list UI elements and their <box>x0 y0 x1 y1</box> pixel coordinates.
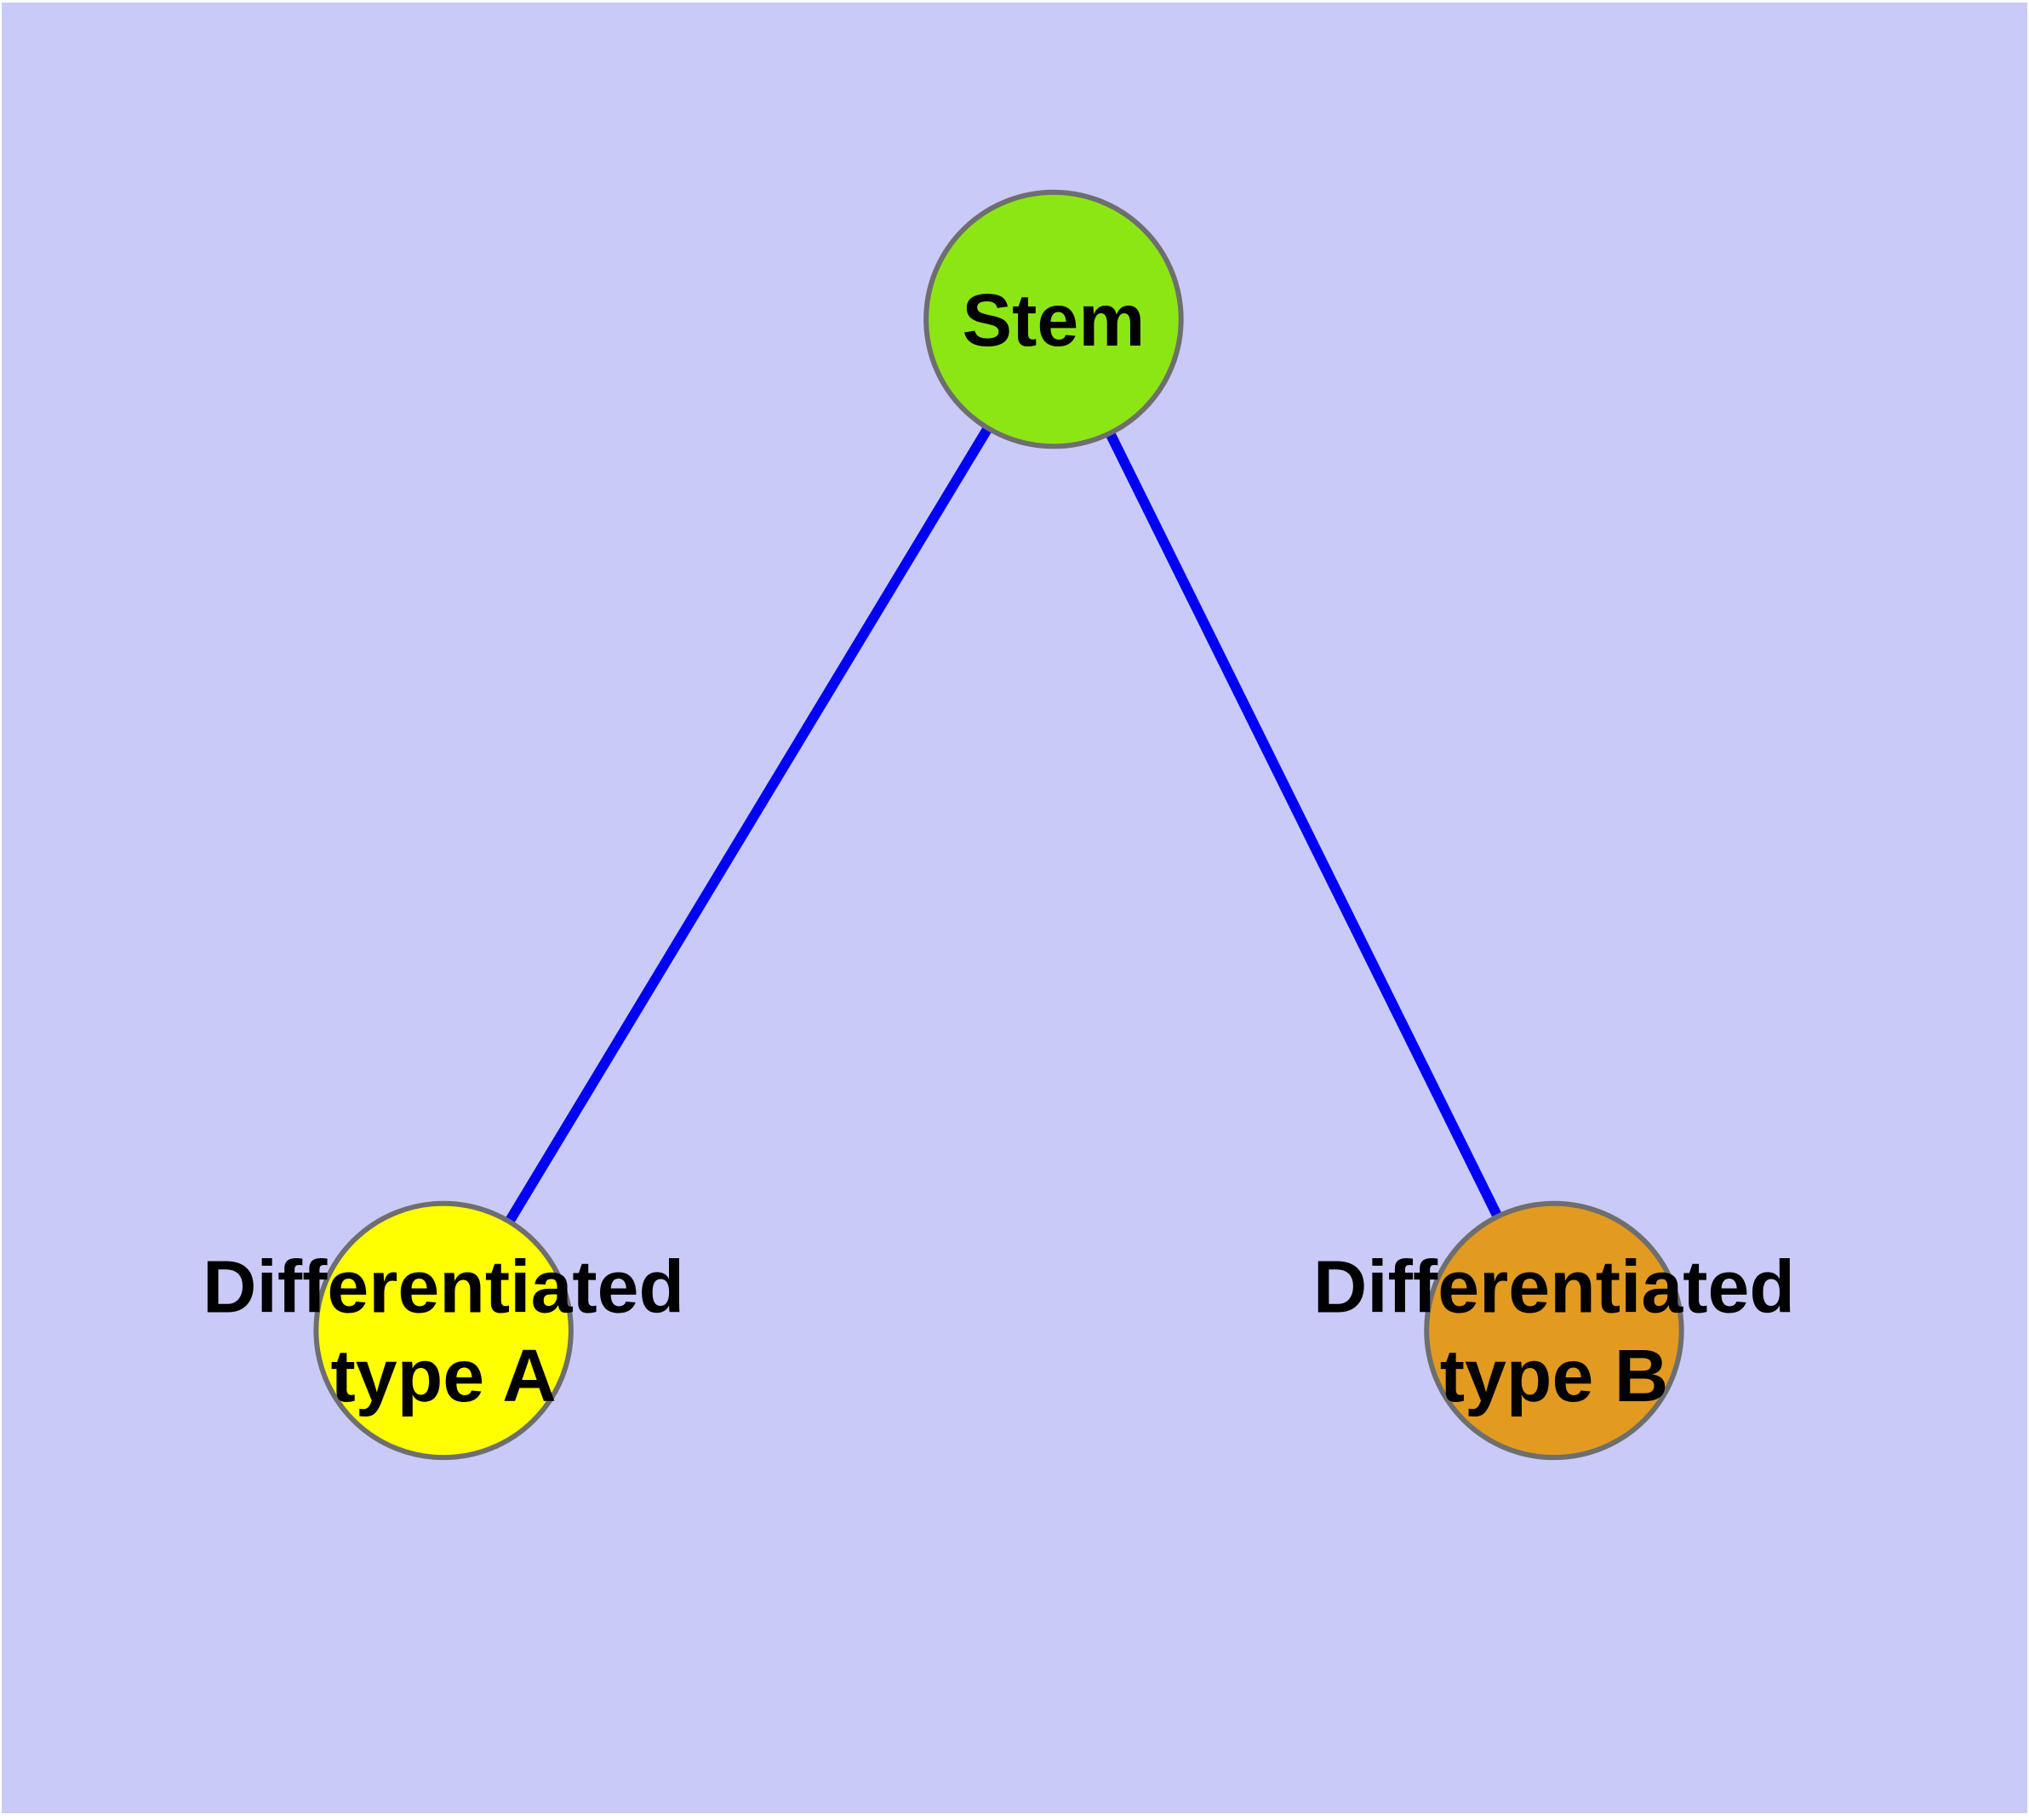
nodes-layer <box>313 189 1684 1461</box>
graph-edge-stem-diff-b <box>1049 317 1559 1333</box>
node-diff-b[interactable] <box>1424 1200 1684 1461</box>
node-stem[interactable] <box>923 189 1184 449</box>
node-diff-a[interactable] <box>313 1200 574 1461</box>
edges-layer <box>438 316 1559 1334</box>
graph-edge-stem-diff-a <box>438 316 1059 1334</box>
